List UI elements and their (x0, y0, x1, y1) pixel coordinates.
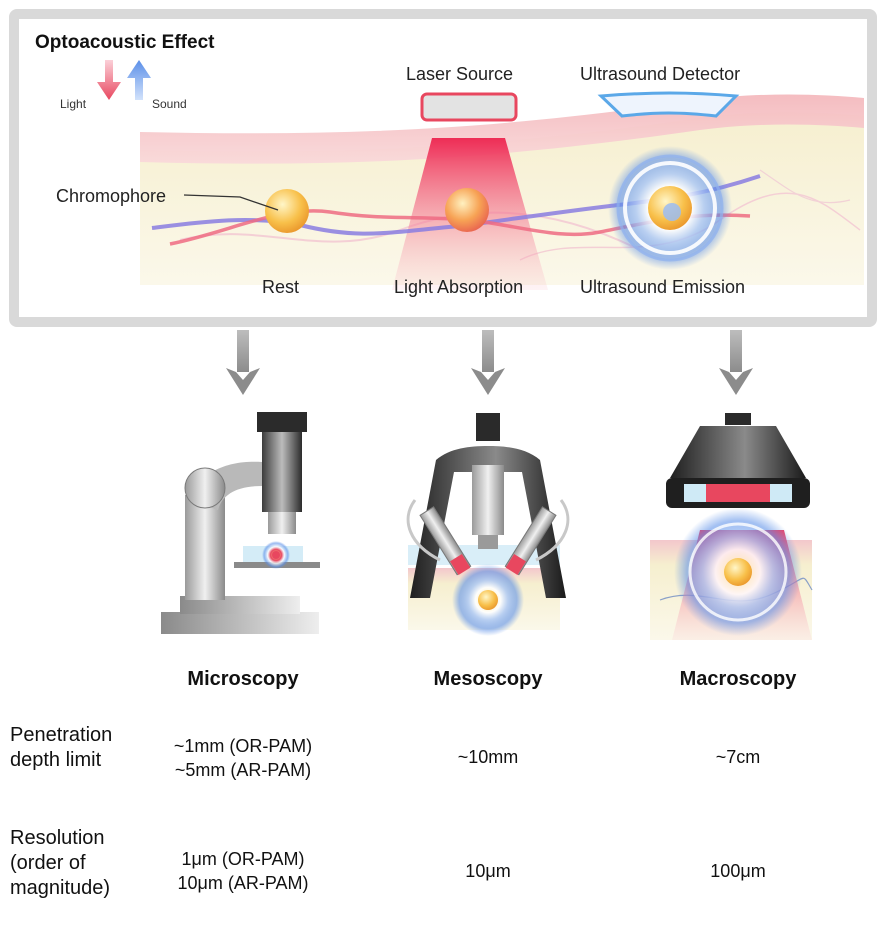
diagram-graphics (9, 9, 877, 640)
penetration-macroscopy: ~7cm (716, 745, 761, 769)
modality-microscopy: Microscopy (187, 668, 299, 690)
stage-absorption-label: Light Absorption (394, 277, 524, 297)
row-header-resolution: Resolution (order of magnitude) (10, 826, 110, 901)
chromophore-rest (265, 189, 309, 233)
row-header-line: Resolution (10, 827, 105, 849)
light-label: Light (60, 97, 87, 111)
down-arrow-icon (719, 330, 753, 395)
stage-emission-label: Ultrasound Emission (580, 277, 746, 297)
cell-line: ~10mm (457, 747, 519, 767)
resolution-mesoscopy: 10μm (465, 859, 510, 883)
stage-rest-label: Rest (262, 277, 300, 297)
cell-line: 100μm (710, 861, 766, 881)
row-header-line: Penetration (10, 724, 113, 746)
cell-line: 10μm (465, 861, 511, 881)
cell-line: 1μm (OR-PAM) (181, 849, 305, 869)
chromophore-leader (183, 194, 279, 211)
resolution-microscopy: 1μm (OR-PAM) 10μm (AR-PAM) (177, 847, 308, 895)
down-arrow-icon (226, 330, 260, 395)
ultrasound-detector-icon (597, 91, 740, 118)
down-arrow-icon (471, 330, 505, 395)
macroscope-icon (650, 413, 813, 640)
row-header-line: depth limit (10, 749, 102, 771)
cell-line: ~5mm (AR-PAM) (174, 760, 312, 780)
cell-line: ~1mm (OR-PAM) (173, 736, 313, 756)
laser-source-icon (420, 92, 518, 122)
modality-macroscopy: Macroscopy (679, 668, 797, 690)
resolution-macroscopy: 100μm (710, 859, 765, 883)
row-header-penetration: Penetration depth limit (10, 723, 112, 773)
chromophore-absorption (445, 188, 489, 232)
modality-mesoscopy: Mesoscopy (433, 668, 543, 690)
microscope-icon (161, 412, 320, 634)
sound-arrow-icon (127, 60, 151, 100)
chromophore-label: Chromophore (56, 186, 167, 206)
light-arrow-icon (97, 60, 121, 100)
cell-line: ~7cm (715, 747, 761, 767)
penetration-mesoscopy: ~10mm (458, 745, 519, 769)
ultrasound-detector-label: Ultrasound Detector (580, 64, 741, 84)
row-header-line: magnitude) (10, 877, 111, 899)
mesoscope-icon (406, 413, 570, 636)
row-header-line: (order of (10, 852, 86, 874)
cell-line: 10μm (AR-PAM) (177, 873, 309, 893)
sound-label: Sound (152, 97, 187, 111)
effect-title: Optoacoustic Effect (35, 32, 215, 53)
penetration-microscopy: ~1mm (OR-PAM) ~5mm (AR-PAM) (174, 734, 312, 782)
laser-source-label: Laser Source (406, 64, 514, 84)
